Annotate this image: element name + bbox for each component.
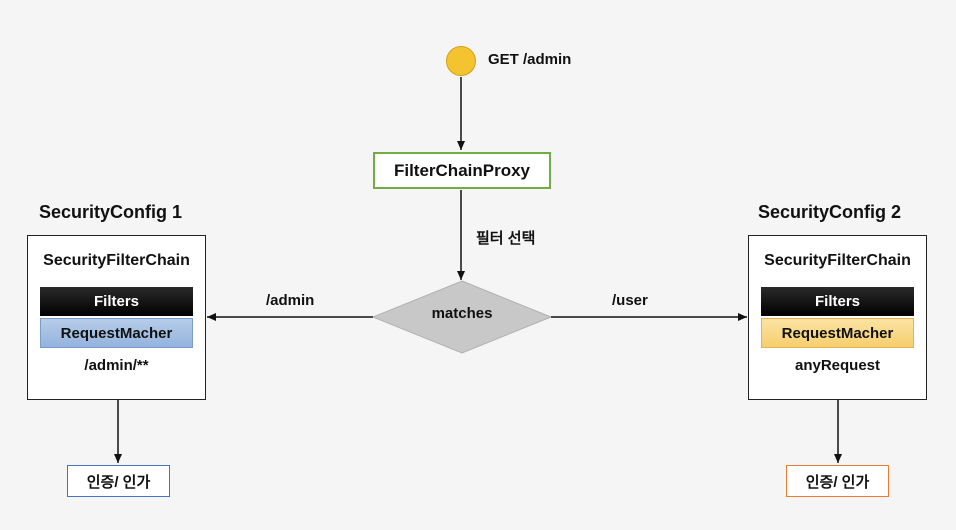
matcher-pattern: anyRequest (794, 357, 881, 374)
security-config-1-box: SecurityFilterChain Filters RequestMache… (27, 235, 206, 400)
request-label: GET /admin (488, 51, 572, 68)
filters-bar: Filters (761, 287, 914, 316)
filter-chain-proxy-box: FilterChainProxy (373, 152, 551, 189)
security-config-2-box: SecurityFilterChain Filters RequestMache… (748, 235, 927, 400)
route-user-label: /user (612, 292, 648, 309)
auth-box-2: 인증/ 인가 (786, 465, 889, 497)
filter-chain-title: SecurityFilterChain (43, 252, 190, 269)
request-matcher-bar: RequestMacher (40, 318, 193, 348)
auth-box-1: 인증/ 인가 (67, 465, 170, 497)
security-config-2-title: SecurityConfig 2 (758, 202, 902, 222)
matcher-pattern: /admin/** (84, 357, 149, 374)
matches-diamond (371, 280, 553, 354)
filter-selection-label: 필터 선택 (476, 230, 536, 247)
filters-bar: Filters (40, 287, 193, 316)
request-matcher-bar: RequestMacher (761, 318, 914, 348)
start-node-circle (446, 46, 476, 76)
filter-chain-title: SecurityFilterChain (764, 252, 911, 269)
matches-label: matches (431, 305, 493, 322)
route-admin-label: /admin (266, 292, 315, 309)
security-config-1-title: SecurityConfig 1 (39, 202, 183, 222)
